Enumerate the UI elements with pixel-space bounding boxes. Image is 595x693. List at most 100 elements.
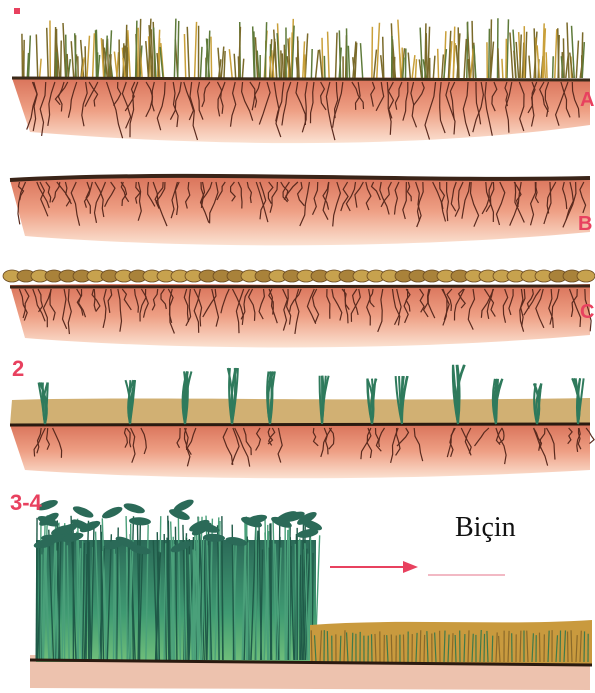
stubble-stem [403, 634, 404, 662]
stubble-blade [546, 52, 547, 78]
stubble-blade [178, 21, 179, 78]
stubble-blade [514, 51, 516, 78]
wheat-stalk [114, 549, 115, 660]
stubble-blade [108, 39, 109, 78]
stubble-blade [412, 55, 415, 78]
stubble-blade [297, 41, 298, 78]
stubble-blade [87, 36, 90, 78]
stubble-blade [187, 27, 189, 78]
mature-wheat [33, 497, 323, 662]
stubble-stem [455, 635, 456, 662]
stubble-blade [316, 50, 319, 78]
stubble-blade [211, 37, 212, 78]
stubble-blade [489, 29, 490, 78]
mulch-clod [577, 270, 595, 282]
stubble-blade [529, 56, 531, 78]
stubble-blade [498, 48, 499, 78]
panel-c-mulch-layer [3, 270, 595, 347]
stubble-blade [66, 35, 67, 78]
stubble-blade [360, 43, 362, 78]
stubble-blade [415, 59, 416, 78]
panel-2-seedlings [10, 365, 594, 478]
panel-label-b: B [578, 214, 592, 234]
stubble-blade [474, 45, 476, 78]
stubble-blade [347, 28, 348, 78]
stubble-stem [560, 631, 561, 662]
stubble-blade [221, 47, 224, 78]
stubble-blade [438, 49, 439, 78]
stubble-blade [336, 33, 338, 78]
stubble-blade [566, 56, 568, 78]
stubble-blade [553, 56, 554, 78]
wheat-ear [172, 497, 195, 514]
panel-a-stubble-field [12, 18, 590, 143]
stubble-stem [352, 633, 353, 662]
stubble-blade [305, 33, 307, 78]
stubble-blade [372, 27, 373, 78]
stubble-blade [47, 28, 49, 78]
stubble-blade [282, 53, 283, 78]
wheat-ear [129, 517, 151, 526]
stubble-stem [484, 634, 485, 662]
stubble-blade [36, 34, 37, 78]
stubble-blade [174, 19, 175, 78]
wheat-stalk [127, 552, 128, 660]
stubble-blade [97, 52, 98, 78]
stubble-stem [311, 630, 312, 662]
harvest-arrow [330, 561, 505, 575]
wheat-ear [101, 504, 124, 520]
stubble-blade [374, 50, 377, 78]
stubble-blade [234, 54, 235, 78]
stubble-blade [442, 54, 444, 78]
wheat-ear [123, 501, 146, 515]
stubble-blade [40, 59, 42, 78]
wheat-stalk [115, 554, 116, 660]
stubble-blade [408, 53, 410, 78]
wheat-stalk [86, 554, 87, 660]
stubble-blade [311, 49, 312, 78]
stubble-blade [61, 40, 62, 78]
stubble-stem [340, 636, 341, 662]
stubble-blade [229, 49, 232, 78]
stubble-blade [507, 19, 508, 78]
panel-label-c: C [580, 302, 594, 322]
stubble-stem [420, 630, 421, 662]
stubble-stem [492, 636, 493, 662]
stubble-blade [491, 19, 492, 78]
panel-label-2: 2 [12, 358, 24, 380]
stubble-blade [255, 37, 257, 78]
stubble-stem [391, 634, 392, 662]
harvest-caption: Biçin [455, 512, 516, 544]
stubble-blade [464, 39, 466, 78]
stubble-blade [398, 20, 401, 78]
panel-b-tilled-soil [10, 176, 590, 245]
wheat-stalk [300, 555, 301, 660]
stubble-blade [85, 46, 86, 78]
stubble-blade [377, 23, 380, 78]
stubble-blade [195, 22, 197, 78]
stubble-blade [348, 46, 349, 78]
stubble-blade [516, 42, 518, 78]
stubble-blade [242, 59, 243, 78]
stubble-grass [22, 18, 584, 78]
stubble-blade [563, 38, 564, 78]
stubble-blade [117, 52, 119, 78]
stubble-blade [324, 56, 325, 78]
stubble-stem [584, 631, 585, 662]
stubble-stem [424, 635, 425, 662]
stubble-blade [184, 34, 185, 78]
stubble-blade [525, 32, 526, 78]
stubble-blade [71, 41, 73, 78]
stubble-stem [327, 631, 328, 662]
mulch-clods [3, 270, 595, 282]
stubble-blade [224, 51, 225, 78]
stubble-blade [458, 27, 459, 78]
stubble-blade [502, 59, 503, 78]
stubble-blade [67, 54, 68, 78]
stubble-blade [93, 33, 95, 78]
corner-marker [14, 8, 20, 14]
stubble-blade [22, 34, 23, 78]
stubble-blade [433, 56, 435, 78]
wheat-ear [71, 504, 94, 520]
